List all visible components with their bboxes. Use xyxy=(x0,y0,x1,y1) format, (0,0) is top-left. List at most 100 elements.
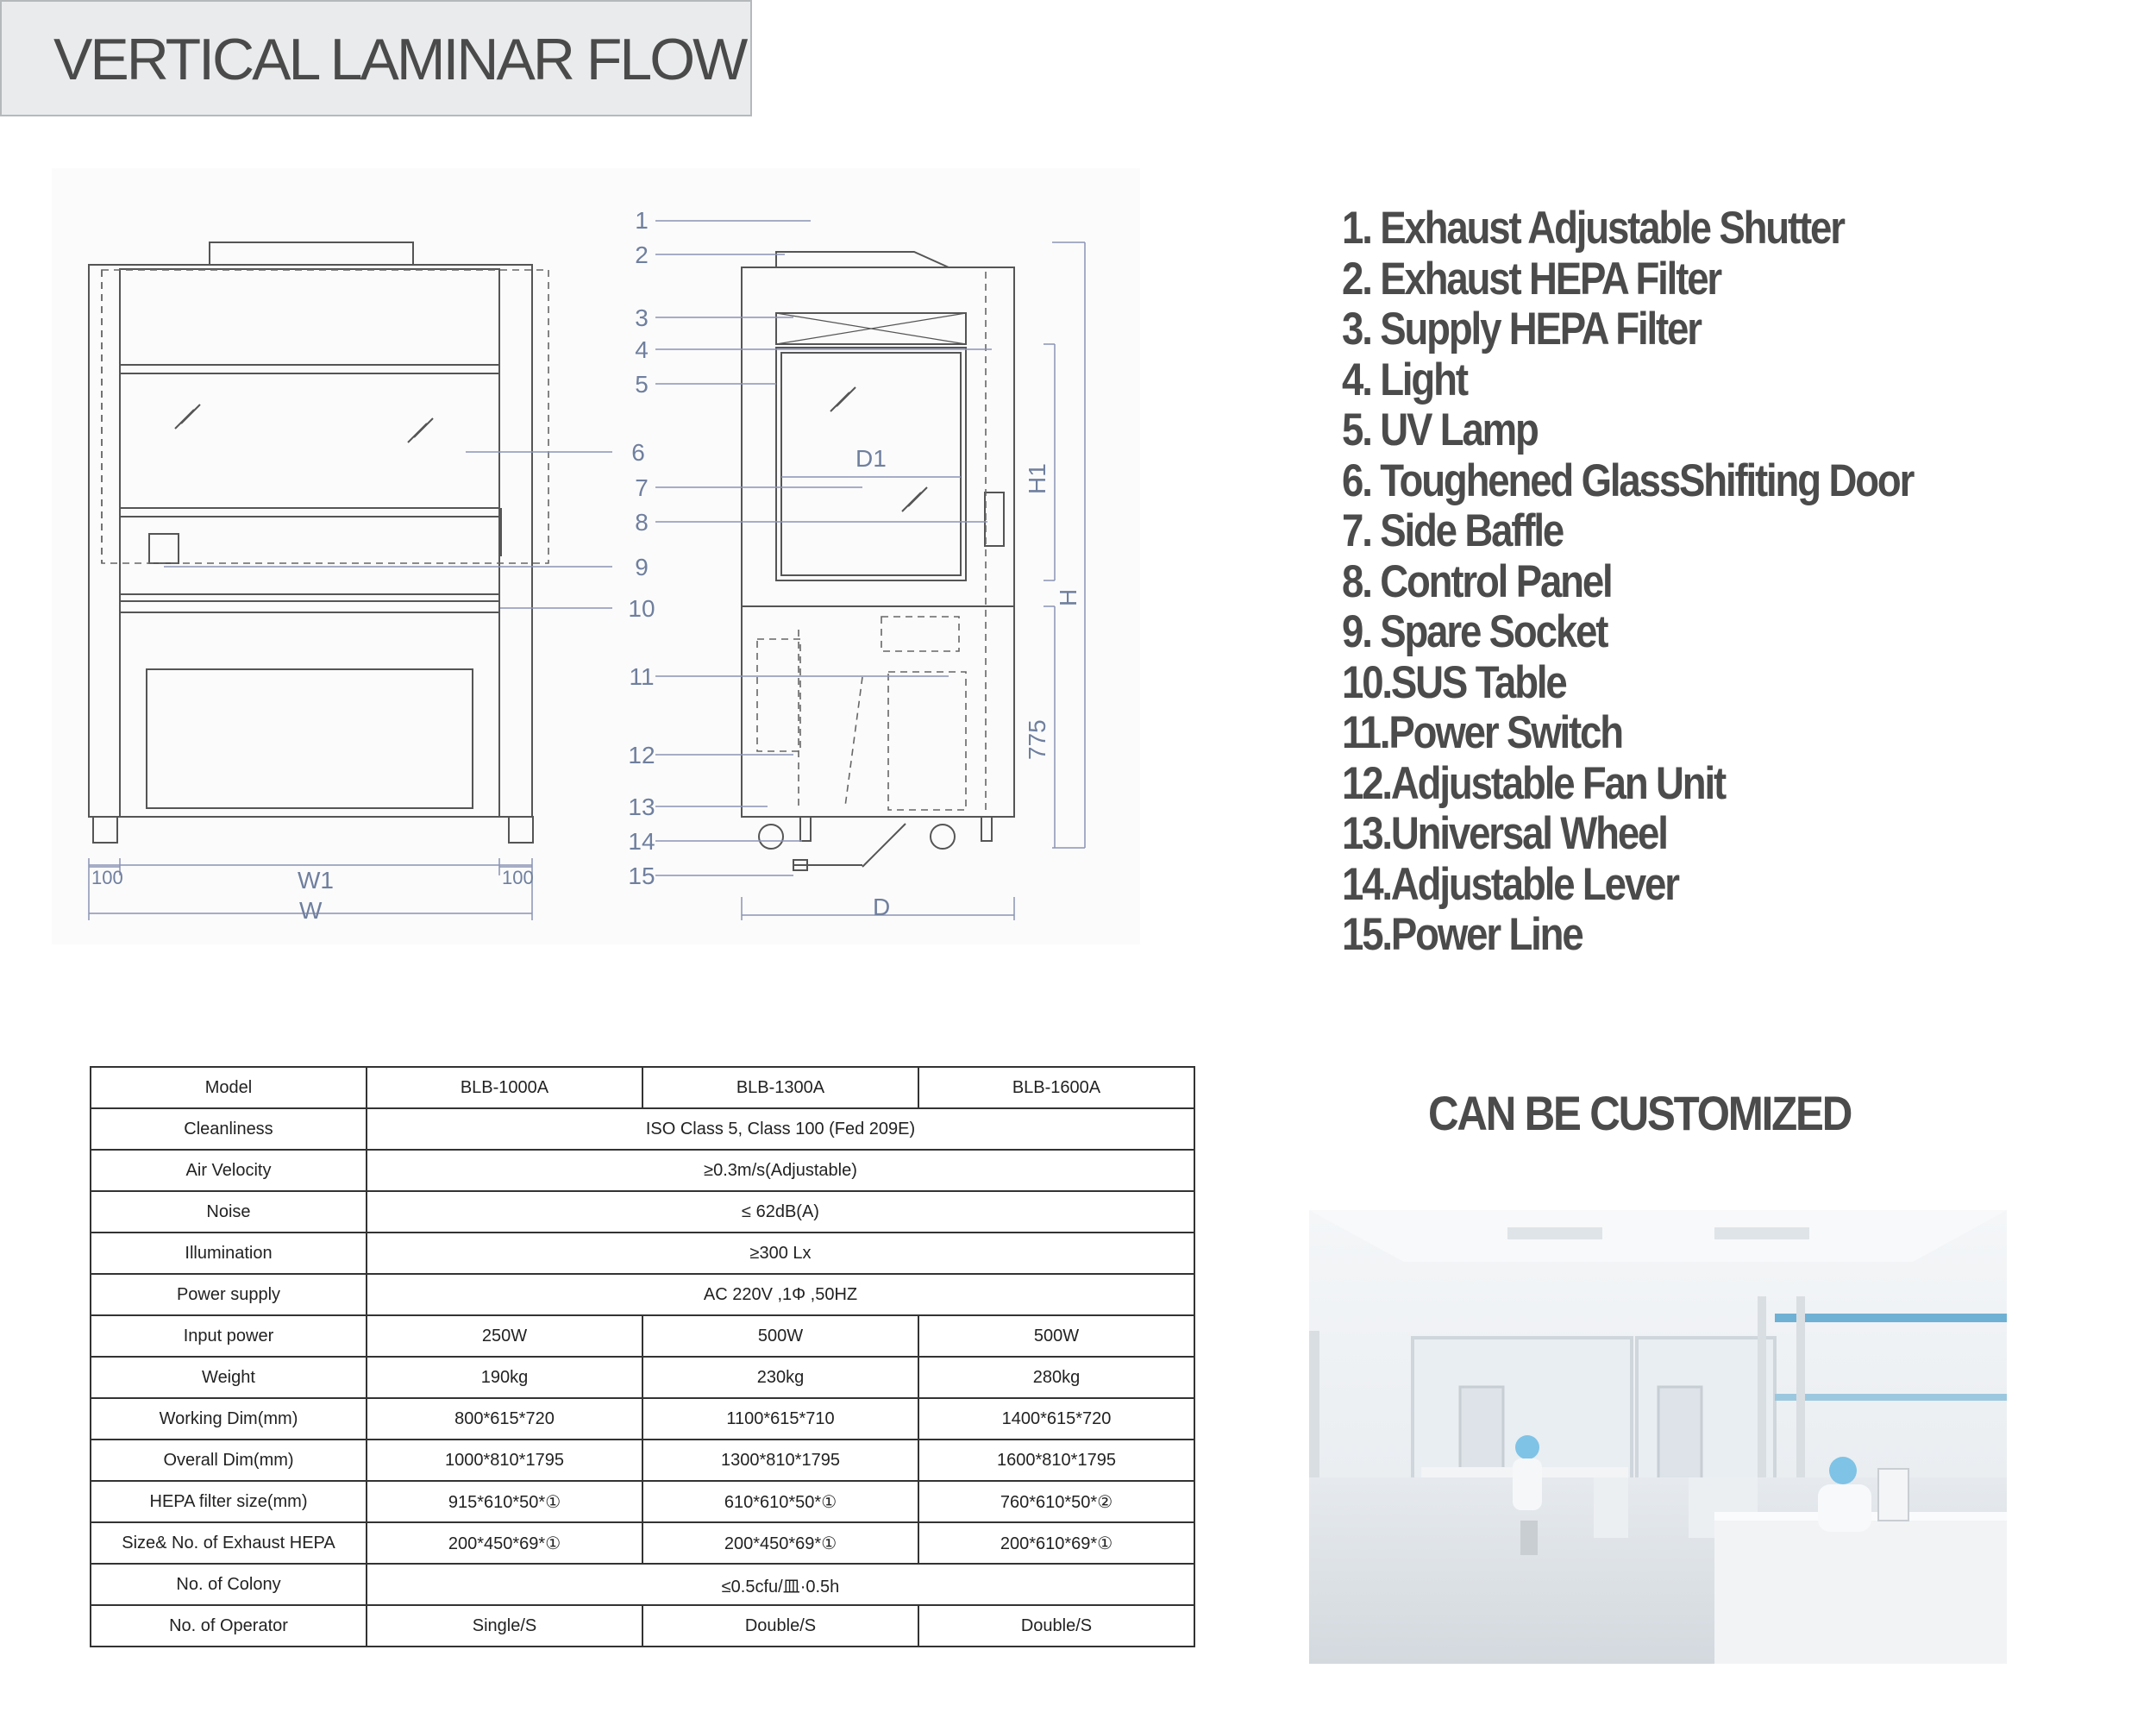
dim-h: H xyxy=(1055,589,1081,606)
callout-8: 8 xyxy=(635,509,649,536)
callout-3: 3 xyxy=(635,304,649,331)
legend-item: 8. Control Panel xyxy=(1342,555,1614,607)
row-label: Working Dim(mm) xyxy=(90,1397,367,1440)
row-label: Overall Dim(mm) xyxy=(90,1439,367,1482)
legend-item: 13.Universal Wheel xyxy=(1342,808,1669,859)
parts-legend: 1. Exhaust Adjustable Shutter 2. Exhaust… xyxy=(1342,203,1915,961)
table-row: Working Dim(mm) 800*615*720 1100*615*710… xyxy=(90,1397,1195,1440)
row-value: ≥300 Lx xyxy=(366,1232,1195,1275)
callout-10: 10 xyxy=(628,595,655,622)
callout-13: 13 xyxy=(628,794,655,820)
row-value: Single/S xyxy=(366,1604,643,1647)
callout-7: 7 xyxy=(635,474,649,501)
dim-d: D xyxy=(873,894,890,920)
legend-item: 5. UV Lamp xyxy=(1342,405,1539,455)
row-value: 200*450*69*① xyxy=(366,1521,643,1565)
table-header-row: Model BLB-1000A BLB-1300A BLB-1600A xyxy=(90,1066,1195,1109)
dim-w1: W1 xyxy=(298,867,334,894)
callout-11: 11 xyxy=(629,663,654,690)
table-row: Noise ≤ 62dB(A) xyxy=(90,1190,1195,1233)
header-cell: Model xyxy=(90,1066,367,1109)
callout-12: 12 xyxy=(628,742,655,768)
header-cell: BLB-1300A xyxy=(642,1066,919,1109)
legend-item: 12.Adjustable Fan Unit xyxy=(1342,757,1727,809)
table-row: Illumination ≥300 Lx xyxy=(90,1232,1195,1275)
row-value: 190kg xyxy=(366,1356,643,1399)
row-label: Cleanliness xyxy=(90,1107,367,1151)
row-value: 280kg xyxy=(918,1356,1195,1399)
legend-item: 15.Power Line xyxy=(1342,909,1584,960)
table-row: Cleanliness ISO Class 5, Class 100 (Fed … xyxy=(90,1107,1195,1151)
row-value: 230kg xyxy=(642,1356,919,1399)
row-value: 610*610*50*① xyxy=(642,1480,919,1523)
legend-item: 4. Light xyxy=(1342,354,1469,405)
row-value: Double/S xyxy=(918,1604,1195,1647)
table-row: Overall Dim(mm) 1000*810*1795 1300*810*1… xyxy=(90,1439,1195,1482)
table-row: Weight 190kg 230kg 280kg xyxy=(90,1356,1195,1399)
legend-item: 1. Exhaust Adjustable Shutter xyxy=(1342,203,1846,254)
legend-item: 14.Adjustable Lever xyxy=(1342,858,1680,910)
legend-item: 2. Exhaust HEPA Filter xyxy=(1342,253,1722,304)
row-label: No. of Colony xyxy=(90,1563,367,1606)
row-value: 200*450*69*① xyxy=(642,1521,919,1565)
table-row: No. of Operator Single/S Double/S Double… xyxy=(90,1604,1195,1647)
legend-item: 6. Toughened GlassShifiting Door xyxy=(1342,455,1915,506)
legend-item: 9. Spare Socket xyxy=(1342,606,1608,657)
legend-item: 10.SUS Table xyxy=(1342,656,1568,708)
row-label: HEPA filter size(mm) xyxy=(90,1480,367,1523)
callout-2: 2 xyxy=(635,242,649,268)
row-value: ≤ 62dB(A) xyxy=(366,1190,1195,1233)
dim-d1: D1 xyxy=(856,445,887,472)
dim-table-height: 775 xyxy=(1024,719,1050,760)
row-value: 1600*810*1795 xyxy=(918,1439,1195,1482)
row-value: 1100*615*710 xyxy=(642,1397,919,1440)
specifications-table: Model BLB-1000A BLB-1300A BLB-1600A Clea… xyxy=(90,1066,1195,1647)
row-value: 1000*810*1795 xyxy=(366,1439,643,1482)
row-label: Air Velocity xyxy=(90,1149,367,1192)
callout-14: 14 xyxy=(628,828,655,855)
page-title: VERTICAL LAMINAR FLOW xyxy=(53,27,748,92)
callout-15: 15 xyxy=(628,862,655,889)
callout-6: 6 xyxy=(631,439,645,466)
row-label: Power supply xyxy=(90,1273,367,1316)
row-value: 250W xyxy=(366,1314,643,1358)
row-value: AC 220V ,1Φ ,50HZ xyxy=(366,1273,1195,1316)
customized-heading: CAN BE CUSTOMIZED xyxy=(1428,1086,1852,1140)
row-value: ≥0.3m/s(Adjustable) xyxy=(366,1149,1195,1192)
legend-item: 7. Side Baffle xyxy=(1342,505,1564,556)
dim-h1: H1 xyxy=(1024,463,1050,494)
header-cell: BLB-1600A xyxy=(918,1066,1195,1109)
row-value: 500W xyxy=(642,1314,919,1358)
row-label: Size& No. of Exhaust HEPA xyxy=(90,1521,367,1565)
row-label: Weight xyxy=(90,1356,367,1399)
legend-item: 3. Supply HEPA Filter xyxy=(1342,304,1702,354)
dim-left-margin: 100 xyxy=(91,867,123,888)
row-value: 1300*810*1795 xyxy=(642,1439,919,1482)
table-row: Input power 250W 500W 500W xyxy=(90,1314,1195,1358)
row-label: Illumination xyxy=(90,1232,367,1275)
row-value: 915*610*50*① xyxy=(366,1480,643,1523)
table-row: HEPA filter size(mm) 915*610*50*① 610*61… xyxy=(90,1480,1195,1523)
callout-5: 5 xyxy=(635,371,649,398)
row-value: 200*610*69*① xyxy=(918,1521,1195,1565)
dim-w: W xyxy=(299,897,323,924)
title-banner: VERTICAL LAMINAR FLOW xyxy=(0,0,752,116)
row-value: 1400*615*720 xyxy=(918,1397,1195,1440)
table-row: No. of Colony ≤0.5cfu/皿·0.5h xyxy=(90,1563,1195,1606)
row-value: 500W xyxy=(918,1314,1195,1358)
cleanroom-photo xyxy=(1309,1210,2007,1664)
callout-1: 1 xyxy=(635,207,649,234)
row-value: 800*615*720 xyxy=(366,1397,643,1440)
dim-right-margin: 100 xyxy=(502,867,534,888)
row-label: Noise xyxy=(90,1190,367,1233)
row-value: ≤0.5cfu/皿·0.5h xyxy=(366,1563,1195,1606)
technical-drawing: W1 W 100 100 xyxy=(52,168,1140,944)
table-row: Size& No. of Exhaust HEPA 200*450*69*① 2… xyxy=(90,1521,1195,1565)
row-label: Input power xyxy=(90,1314,367,1358)
callout-4: 4 xyxy=(635,336,649,363)
table-row: Air Velocity ≥0.3m/s(Adjustable) xyxy=(90,1149,1195,1192)
legend-item: 11.Power Switch xyxy=(1342,707,1624,758)
table-row: Power supply AC 220V ,1Φ ,50HZ xyxy=(90,1273,1195,1316)
callout-9: 9 xyxy=(635,554,649,580)
row-label: No. of Operator xyxy=(90,1604,367,1647)
